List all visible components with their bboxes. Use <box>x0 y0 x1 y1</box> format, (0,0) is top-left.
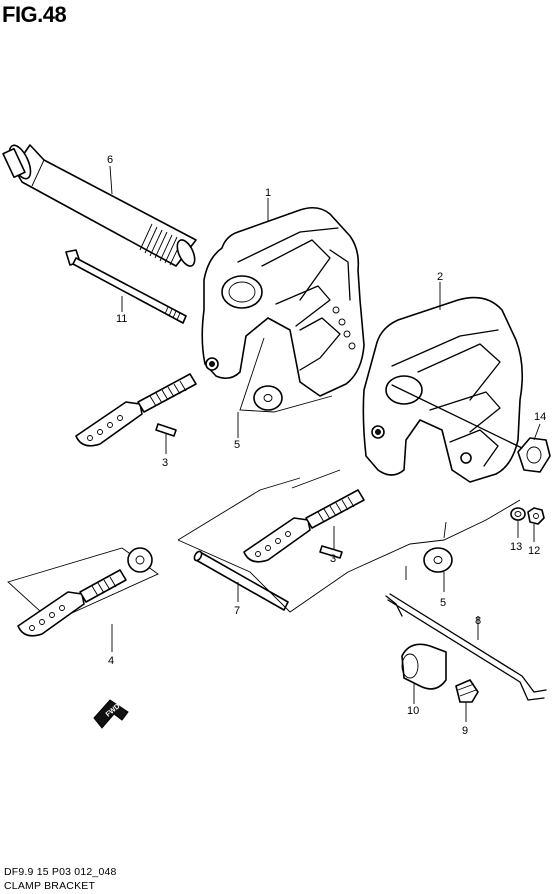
forward-arrow-icon: FWD <box>93 699 129 729</box>
callout-7[interactable]: 7 <box>234 605 240 617</box>
part-6-tube[interactable] <box>2 142 198 268</box>
leader-lines <box>109 165 541 722</box>
diagram-code: DF9.9 15 P03 012_048 <box>4 866 117 878</box>
part-7-rod[interactable] <box>193 550 289 611</box>
part-11-bolt[interactable] <box>65 249 187 324</box>
part-13-washer[interactable] <box>510 507 526 521</box>
reference-frame-lines <box>177 337 521 613</box>
callout-6[interactable]: 6 <box>107 154 113 166</box>
callout-13[interactable]: 13 <box>510 541 522 553</box>
callout-9[interactable]: 9 <box>462 725 468 737</box>
callout-3-upper[interactable]: 3 <box>162 457 168 469</box>
callout-4[interactable]: 4 <box>108 655 114 667</box>
part-5-pad-lower[interactable] <box>423 547 453 573</box>
callout-14[interactable]: 14 <box>534 411 546 423</box>
part-10-bushing[interactable] <box>401 643 447 690</box>
part-5-pad-upper[interactable] <box>253 385 283 411</box>
part-2-clamp-bracket[interactable] <box>362 296 524 483</box>
callout-8[interactable]: 8 <box>475 615 481 627</box>
part-8-rod[interactable] <box>385 593 547 701</box>
figure-title: FIG.48 <box>2 2 67 27</box>
part-12-nut[interactable] <box>527 507 545 525</box>
bolt-axis-line <box>391 384 523 449</box>
part-4-assembly-box[interactable] <box>7 547 159 637</box>
callout-11[interactable]: 11 <box>116 313 127 325</box>
callout-2[interactable]: 2 <box>437 271 443 283</box>
callout-1[interactable]: 1 <box>265 187 271 199</box>
part-3-screw-assembly-upper[interactable] <box>75 373 197 447</box>
callout-5-upper[interactable]: 5 <box>234 439 240 451</box>
part-1-clamp-bracket[interactable] <box>201 206 365 397</box>
part-14-nut[interactable] <box>517 437 551 473</box>
callout-10[interactable]: 10 <box>407 705 419 717</box>
part-3-screw-assembly-lower[interactable] <box>243 489 365 563</box>
callout-5-lower[interactable]: 5 <box>440 597 446 609</box>
part-9-grommet[interactable] <box>455 679 479 703</box>
diagram-name: CLAMP BRACKET <box>4 880 96 892</box>
callout-12[interactable]: 12 <box>528 545 540 557</box>
callout-3-lower[interactable]: 3 <box>330 553 336 565</box>
